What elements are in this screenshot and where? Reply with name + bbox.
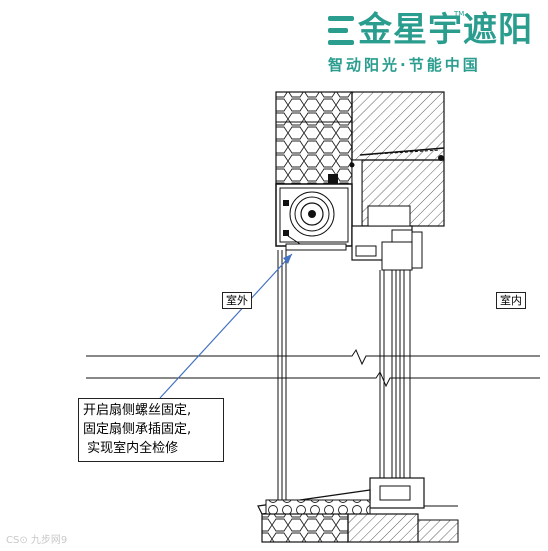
label-indoor: 室内 — [496, 292, 526, 309]
window-sill — [257, 477, 459, 543]
callout-note: 开启扇侧螺丝固定, 固定扇侧承插固定, 实现室内全检修 — [78, 398, 224, 462]
callout-line-1: 开启扇侧螺丝固定, — [83, 403, 192, 418]
roller-box — [275, 174, 353, 251]
brand-slogan: 智动阳光·节能中国 — [328, 56, 481, 74]
break-lines — [86, 348, 540, 388]
logo-mark-icon — [328, 16, 354, 46]
callout-line-2: 固定扇侧承插固定, — [83, 422, 192, 437]
watermark: CS⊙ 九步网9 — [6, 535, 68, 546]
shade-rail — [277, 250, 287, 500]
window-head-profile — [351, 205, 423, 271]
brand-name: 金星宇遮阳 — [358, 10, 533, 50]
callout-leader — [159, 253, 293, 399]
callout-line-3: 实现室内全检修 — [83, 441, 179, 456]
upper-insulation — [275, 91, 353, 185]
trademark: TM — [454, 10, 465, 18]
label-outdoor: 室外 — [222, 292, 252, 309]
brand-logo: 金星宇遮阳 TM 智动阳光·节能中国 — [328, 8, 532, 78]
